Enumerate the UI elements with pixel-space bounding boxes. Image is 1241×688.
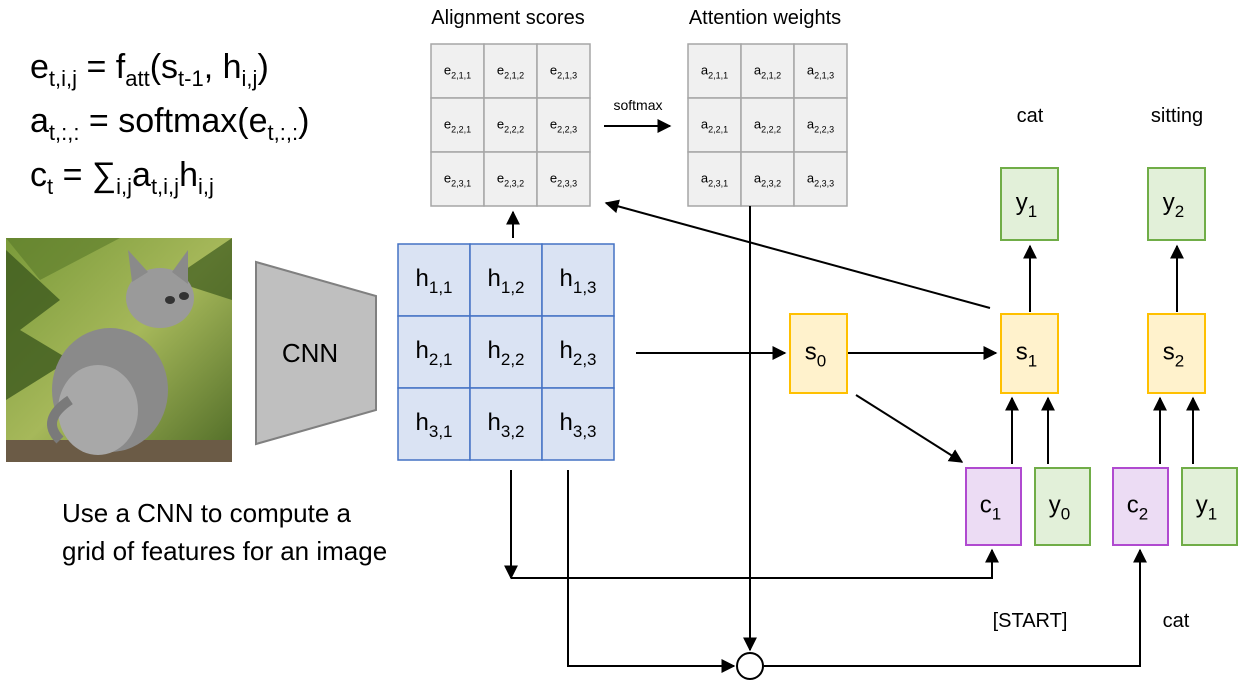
- softmax-label: softmax: [613, 97, 662, 113]
- output-word-cat: cat: [1017, 105, 1044, 127]
- attention-weights-grid: a2,1,1 a2,1,2 a2,1,3 a2,2,1 a2,2,2 a2,2,3 a2,3…: [687, 43, 848, 207]
- alignment-cell: [430, 151, 485, 207]
- cnn-label: CNN: [282, 338, 338, 368]
- attention-cell-label: a2,3,2: [754, 170, 781, 188]
- attention-cell-label: a2,1,3: [807, 62, 834, 80]
- feature-cell-label: h1,1: [416, 265, 453, 297]
- c1-box-label: c1: [980, 492, 1001, 524]
- feature-cell: [541, 387, 615, 461]
- alignment-cell-label: e2,1,2: [497, 62, 524, 80]
- equation-c: ct = ∑i,jat,i,jhi,j: [30, 156, 214, 199]
- alignment-cell: [483, 43, 538, 99]
- y1-input-box-label: y1: [1196, 492, 1217, 524]
- c2-box-label: c2: [1127, 492, 1148, 524]
- equations: et,i,j = fatt(st-1, hi,j) at,:,: = softm…: [30, 48, 309, 199]
- attention-cell: [793, 43, 848, 99]
- alignment-cell-label: e2,2,3: [550, 116, 577, 134]
- attention-cell-label: a2,3,3: [807, 170, 834, 188]
- attention-weights-label: Attention weights: [689, 7, 841, 29]
- attention-cell: [687, 43, 742, 99]
- feature-cell-label: h3,3: [560, 409, 597, 441]
- y0-input-box: [1034, 467, 1091, 546]
- feature-cell-label: h3,1: [416, 409, 453, 441]
- feature-cell-label: h1,2: [488, 265, 525, 297]
- input-word-start: [START]: [993, 610, 1068, 632]
- alignment-cell-label: e2,3,2: [497, 170, 524, 188]
- feature-cell: [397, 315, 471, 389]
- alignment-cell-label: e2,3,3: [550, 170, 577, 188]
- features-to-mult-arrow: [567, 470, 736, 673]
- feature-cell-label: h2,1: [416, 337, 453, 369]
- s0-to-c1-arrow: [855, 394, 964, 463]
- caption-line-2: grid of features for an image: [62, 536, 387, 566]
- attention-cell: [793, 97, 848, 153]
- feature-cell: [469, 315, 543, 389]
- feature-cell: [541, 243, 615, 317]
- cat-photo: [6, 238, 232, 462]
- feature-grid: h1,1 h1,2 h1,3 h2,1 h2,2 h2,3 h3,1 h3,2 h3,3: [397, 243, 615, 461]
- y1-input-box: [1181, 467, 1238, 546]
- alignment-cell-label: e2,2,1: [444, 116, 471, 134]
- attention-cell-label: a2,3,1: [701, 170, 728, 188]
- alignment-cell-label: e2,3,1: [444, 170, 471, 188]
- alignment-scores-grid: e2,1,1 e2,1,2 e2,1,3 e2,2,1 e2,2,2 e2,2,3 e2,3…: [430, 43, 591, 207]
- attention-cell-label: a2,2,1: [701, 116, 728, 134]
- alignment-cell-label: e2,1,1: [444, 62, 471, 80]
- s0-box-label: s0: [805, 339, 826, 371]
- multiply-node: [736, 652, 764, 680]
- feature-cell-label: h1,3: [560, 265, 597, 297]
- feature-cell: [397, 243, 471, 317]
- caption-line-1: Use a CNN to compute a: [62, 498, 352, 528]
- attention-cell: [793, 151, 848, 207]
- feature-cell: [469, 243, 543, 317]
- equation-e: et,i,j = fatt(st-1, hi,j): [30, 48, 269, 91]
- alignment-cell: [483, 151, 538, 207]
- features-to-c1-arrow: [511, 548, 999, 579]
- alignment-cell: [430, 43, 485, 99]
- attention-cell-label: a2,2,2: [754, 116, 781, 134]
- c2-box: [1112, 467, 1169, 546]
- attention-cell: [687, 151, 742, 207]
- y1-output-box: [1000, 167, 1059, 241]
- feature-cell: [469, 387, 543, 461]
- feature-cell-label: h2,2: [488, 337, 525, 369]
- output-word-sitting: sitting: [1151, 105, 1203, 127]
- s1-box: [1000, 313, 1059, 394]
- alignment-cell: [536, 97, 591, 153]
- connections: [504, 199, 1200, 673]
- attention-cell: [740, 43, 795, 99]
- equation-a: at,:,: = softmax(et,:,:): [30, 102, 309, 145]
- s1-box-label: s1: [1016, 339, 1037, 371]
- y2-output-box-label: y2: [1163, 189, 1184, 221]
- attention-cell-label: a2,1,2: [754, 62, 781, 80]
- decoder-nodes: s0 s1 s2 y1 y2 c1 y0 c2 y1: [789, 167, 1238, 546]
- cnn-block: CNN: [255, 260, 377, 446]
- y2-output-box: [1147, 167, 1206, 241]
- c1-box: [965, 467, 1022, 546]
- alignment-cell: [536, 151, 591, 207]
- y1-output-box-label: y1: [1016, 189, 1037, 221]
- attention-cell: [740, 151, 795, 207]
- attention-cell-label: a2,2,3: [807, 116, 834, 134]
- mult-to-c2-arrow: [764, 548, 1147, 667]
- alignment-cell-label: e2,2,2: [497, 116, 524, 134]
- attention-cell-label: a2,1,1: [701, 62, 728, 80]
- feature-cell-label: h2,3: [560, 337, 597, 369]
- s0-box: [789, 313, 848, 394]
- alignment-cell-label: e2,1,3: [550, 62, 577, 80]
- feature-cell-label: h3,2: [488, 409, 525, 441]
- y0-input-box-label: y0: [1049, 492, 1070, 524]
- s2-box: [1147, 313, 1206, 394]
- s1-to-scores-arrow: [604, 199, 991, 309]
- input-word-cat: cat: [1163, 610, 1190, 632]
- alignment-cell: [536, 43, 591, 99]
- s2-box-label: s2: [1163, 339, 1184, 371]
- alignment-scores-label: Alignment scores: [431, 7, 584, 29]
